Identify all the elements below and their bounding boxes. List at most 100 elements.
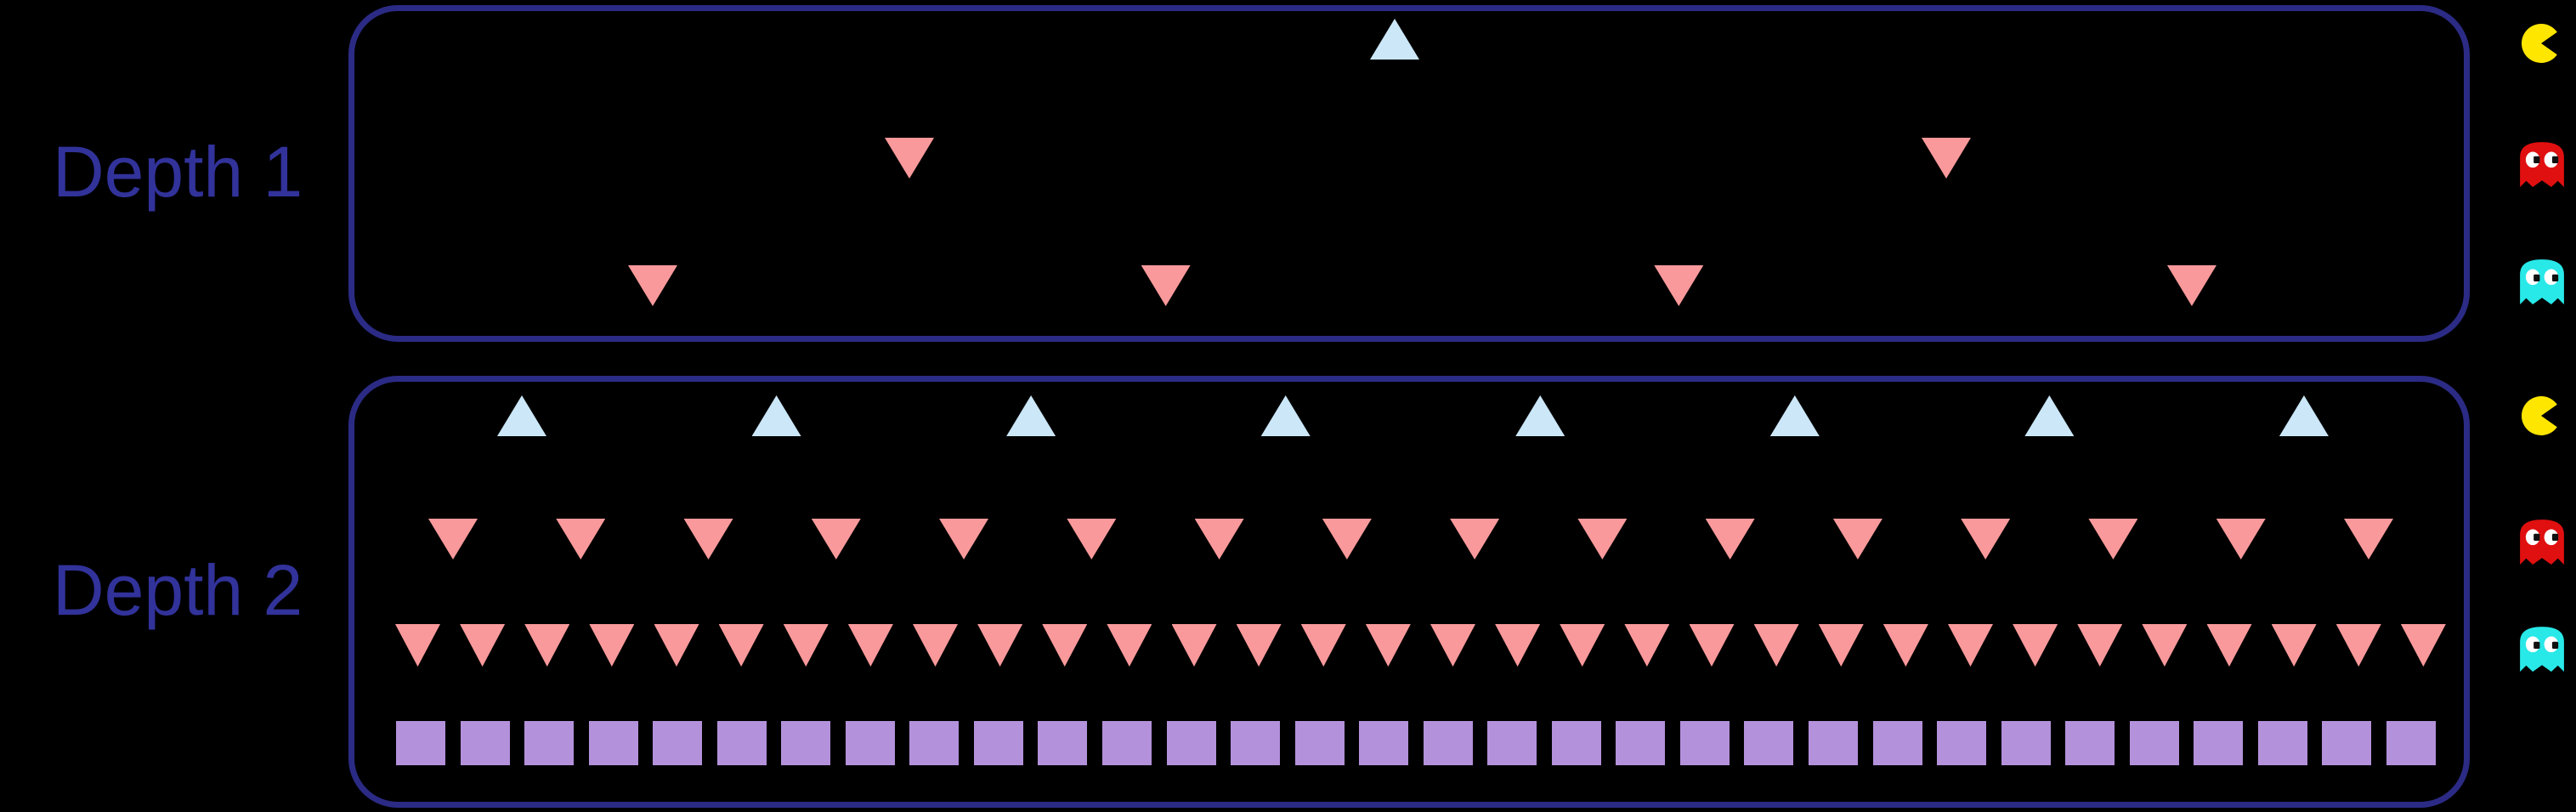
terminal-node [2065, 721, 2115, 765]
depth2-ghost1-row [428, 519, 2393, 559]
pacman-max-node [1769, 395, 1820, 436]
ghost-min-node [1577, 519, 1628, 559]
ghost-eye [2544, 151, 2559, 168]
terminal-node [1616, 721, 1666, 765]
ghost-min-node [1832, 519, 1882, 559]
ghost-pupil [2534, 641, 2540, 650]
ghost-min-node [1882, 624, 1928, 667]
ghost-min-node [1042, 624, 1088, 667]
terminal-node [1487, 721, 1537, 765]
pacman-icon [2521, 23, 2557, 63]
ghost-min-node [939, 519, 989, 559]
depth2-ghost2-row [395, 624, 2446, 667]
ghost-min-node [2400, 624, 2446, 667]
terminal-node [973, 721, 1023, 765]
ghost-min-node [1236, 624, 1282, 667]
terminal-node [909, 721, 960, 765]
terminal-node [588, 721, 638, 765]
terminal-node [1423, 721, 1473, 765]
ghost-min-node [1961, 519, 2011, 559]
terminal-node [1809, 721, 1859, 765]
ghost-min-node [1705, 519, 1755, 559]
terminal-node [1102, 721, 1152, 765]
depth2-terminal-row [396, 721, 2436, 765]
terminal-node [1294, 721, 1345, 765]
ghost-min-node [2335, 624, 2381, 667]
ghost-min-node [1171, 624, 1217, 667]
terminal-node [1359, 721, 1409, 765]
terminal-node [2129, 721, 2179, 765]
ghost-min-node [1300, 624, 1346, 667]
ghost-min-node [718, 624, 764, 667]
ghost-pupil [2534, 274, 2540, 282]
ghost-body [2520, 142, 2564, 187]
terminal-node [1166, 721, 1216, 765]
ghost-min-node [1450, 519, 1500, 559]
terminal-node [2001, 721, 2051, 765]
ghost-min-node [847, 624, 893, 667]
terminal-node [2257, 721, 2307, 765]
ghost-body [2520, 520, 2564, 565]
terminal-node [1551, 721, 1601, 765]
terminal-node [1679, 721, 1730, 765]
terminal-node [2194, 721, 2244, 765]
ghost-min-node [2088, 519, 2138, 559]
ghost-eye [2544, 529, 2559, 546]
ghost-min-node [1495, 624, 1541, 667]
ghost-min-node [1689, 624, 1735, 667]
red-ghost-icon [2520, 520, 2564, 565]
ghost-eye [2525, 151, 2540, 168]
ghost-min-node [654, 624, 699, 667]
ghost-pupil [2551, 156, 2559, 163]
terminal-node [845, 721, 895, 765]
depth1-ghost2-row [628, 265, 2216, 306]
terminal-node [2386, 721, 2436, 765]
ghost-min-node [913, 624, 958, 667]
ghost-min-node [2216, 519, 2266, 559]
terminal-node [1872, 721, 1922, 765]
depth-1-label: Depth 1 [53, 132, 303, 212]
ghost-body [2520, 627, 2564, 672]
pacman-icon [2521, 396, 2557, 435]
pacman-max-node [1260, 395, 1311, 436]
ghost-eye [2525, 529, 2540, 546]
ghost-min-node [628, 265, 677, 306]
ghost-min-node [1922, 138, 1971, 179]
ghost-min-node [1107, 624, 1152, 667]
ghost-min-node [589, 624, 635, 667]
ghost-min-node [1753, 624, 1799, 667]
ghost-min-node [885, 138, 934, 179]
ghost-pupil [2551, 274, 2559, 282]
terminal-node [781, 721, 831, 765]
depth2-pacman-row [497, 395, 2329, 436]
pacman-body [2521, 396, 2557, 435]
terminal-node [1937, 721, 1987, 765]
ghost-min-node [1430, 624, 1475, 667]
ghost-min-node [556, 519, 606, 559]
ghost-body [2520, 259, 2564, 304]
ghost-min-node [2271, 624, 2317, 667]
ghost-min-node [2166, 265, 2216, 306]
ghost-min-node [1141, 265, 1191, 306]
terminal-node [524, 721, 575, 765]
ghost-min-node [1322, 519, 1372, 559]
ghost-min-node [428, 519, 478, 559]
ghost-min-node [2077, 624, 2123, 667]
ghost-min-node [811, 519, 861, 559]
terminal-node [653, 721, 703, 765]
depth1-pacman-row [1370, 19, 1419, 60]
ghost-min-node [1560, 624, 1605, 667]
ghost-pupil [2551, 533, 2559, 541]
terminal-node [716, 721, 767, 765]
pacman-max-node [2024, 395, 2075, 436]
terminal-node [2322, 721, 2372, 765]
pacman-max-node [1370, 19, 1419, 60]
depth-2-label: Depth 2 [53, 550, 303, 630]
ghost-min-node [460, 624, 506, 667]
ghost-min-node [1654, 265, 1704, 306]
ghost-min-node [1365, 624, 1411, 667]
ghost-min-node [977, 624, 1023, 667]
ghost-min-node [1948, 624, 1993, 667]
terminal-node [1744, 721, 1794, 765]
